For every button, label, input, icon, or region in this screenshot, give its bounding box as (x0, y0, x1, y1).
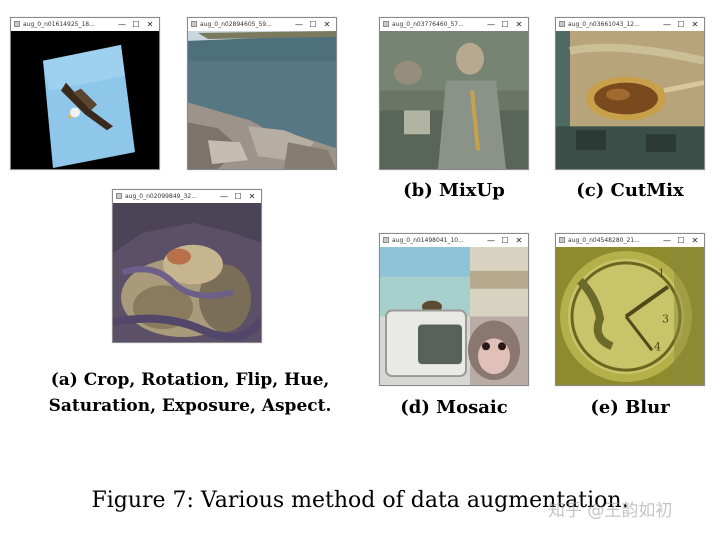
minimize-icon[interactable]: — (663, 20, 671, 29)
svg-text:4: 4 (654, 340, 661, 353)
caption-b: (b) MixUp (403, 180, 505, 201)
augmented-image-cutmix (556, 31, 704, 169)
caption-e: (e) Blur (590, 397, 670, 418)
svg-text:1: 1 (658, 267, 665, 280)
window-app-icon (116, 193, 122, 199)
augmented-image-shore (188, 31, 336, 169)
image-window-dog: aug_0_n02099849_32... — ☐ ✕ (112, 189, 262, 343)
window-titlebar: aug_0_n04548280_21... — ☐ ✕ (556, 234, 704, 247)
maximize-icon[interactable]: ☐ (501, 236, 509, 245)
image-window-mixup: aug_0_n03776460_57... — ☐ ✕ (379, 17, 529, 170)
minimize-icon[interactable]: — (487, 236, 495, 245)
window-app-icon (14, 21, 20, 27)
image-window-cutmix: aug_0_n03661043_12... — ☐ ✕ (555, 17, 705, 170)
window-title: aug_0_n01614925_18... (23, 21, 95, 28)
augmented-image-mixup (380, 31, 528, 169)
close-icon[interactable]: ✕ (691, 20, 699, 29)
window-title: aug_0_n02099849_32... (125, 193, 197, 200)
image-window-eagle: aug_0_n01614925_18... — ☐ ✕ (10, 17, 160, 170)
image-window-shore: aug_0_n02894605_59... — ☐ ✕ (187, 17, 337, 170)
window-app-icon (191, 21, 197, 27)
minimize-icon[interactable]: — (663, 236, 671, 245)
augmented-image-blur: 3 4 1 (556, 247, 704, 385)
close-icon[interactable]: ✕ (515, 236, 523, 245)
svg-text:3: 3 (662, 312, 669, 325)
image-window-blur: aug_0_n04548280_21... — ☐ ✕ 3 4 1 (555, 233, 705, 386)
augmented-image-mosaic (380, 247, 528, 385)
maximize-icon[interactable]: ☐ (132, 20, 140, 29)
image-window-mosaic: aug_0_n01498041_10... — ☐ ✕ (379, 233, 529, 386)
window-titlebar: aug_0_n03661043_12... — ☐ ✕ (556, 18, 704, 31)
close-icon[interactable]: ✕ (146, 20, 154, 29)
window-titlebar: aug_0_n02099849_32... — ☐ ✕ (113, 190, 261, 203)
close-icon[interactable]: ✕ (248, 192, 256, 201)
caption-d: (d) Mosaic (400, 397, 508, 418)
window-titlebar: aug_0_n03776460_57... — ☐ ✕ (380, 18, 528, 31)
window-title: aug_0_n01498041_10... (392, 237, 464, 244)
augmented-image-dog (113, 203, 261, 342)
window-app-icon (383, 237, 389, 243)
window-app-icon (559, 21, 565, 27)
close-icon[interactable]: ✕ (515, 20, 523, 29)
caption-a-line1: (a) Crop, Rotation, Flip, Hue, (50, 370, 330, 390)
window-titlebar: aug_0_n02894605_59... — ☐ ✕ (188, 18, 336, 31)
window-title: aug_0_n03661043_12... (568, 21, 640, 28)
minimize-icon[interactable]: — (487, 20, 495, 29)
window-title: aug_0_n03776460_57... (392, 21, 464, 28)
maximize-icon[interactable]: ☐ (501, 20, 509, 29)
window-title: aug_0_n02894605_59... (200, 21, 272, 28)
window-titlebar: aug_0_n01498041_10... — ☐ ✕ (380, 234, 528, 247)
caption-a-line2: Saturation, Exposure, Aspect. (48, 396, 332, 416)
window-titlebar: aug_0_n01614925_18... — ☐ ✕ (11, 18, 159, 31)
augmented-image-eagle (11, 31, 159, 169)
window-title: aug_0_n04548280_21... (568, 237, 640, 244)
watermark: 知乎 @王韵如初 (548, 501, 673, 521)
figure-caption: Figure 7: Various method of data augment… (91, 488, 629, 513)
maximize-icon[interactable]: ☐ (234, 192, 242, 201)
maximize-icon[interactable]: ☐ (677, 236, 685, 245)
maximize-icon[interactable]: ☐ (309, 20, 317, 29)
caption-c: (c) CutMix (576, 180, 684, 201)
minimize-icon[interactable]: — (118, 20, 126, 29)
close-icon[interactable]: ✕ (691, 236, 699, 245)
minimize-icon[interactable]: — (295, 20, 303, 29)
maximize-icon[interactable]: ☐ (677, 20, 685, 29)
window-app-icon (383, 21, 389, 27)
window-app-icon (559, 237, 565, 243)
minimize-icon[interactable]: — (220, 192, 228, 201)
close-icon[interactable]: ✕ (323, 20, 331, 29)
